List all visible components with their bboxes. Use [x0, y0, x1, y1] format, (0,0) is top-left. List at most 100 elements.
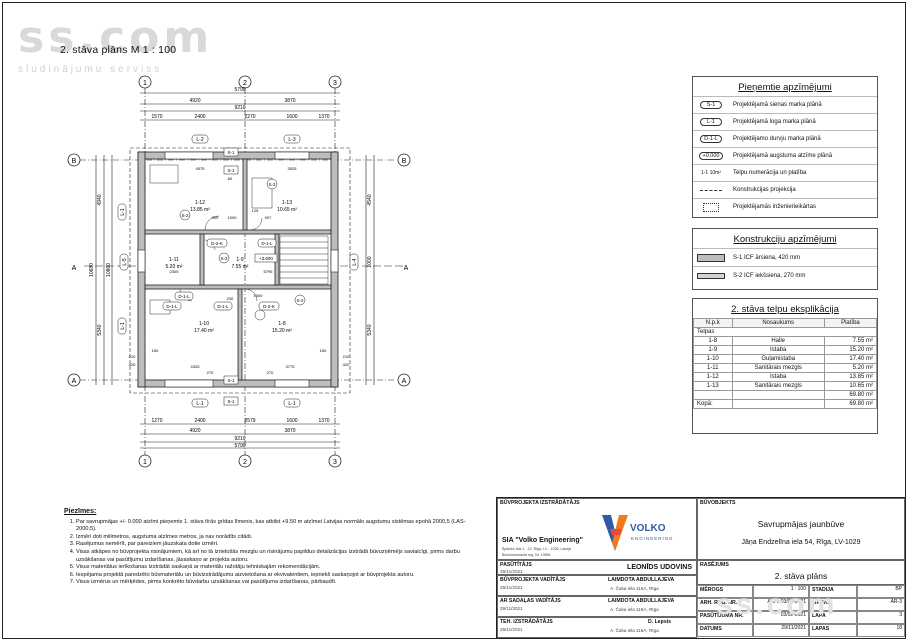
window-tag-l1-b: L-1 — [288, 401, 295, 407]
room-explication: 2. stāva telpu eksplikācija N.p.k Nosauk… — [692, 298, 878, 434]
cell: Halle — [731, 336, 825, 346]
dim-small-6: 3775 — [286, 364, 296, 369]
table-row: 1-12 Istaba 13.85 m² — [693, 372, 878, 382]
wall-s1-hatch-icon — [697, 253, 725, 262]
watermark-logo-right: ss.com — [716, 588, 838, 621]
room-area-1-8: 15.20 m² — [272, 328, 292, 334]
cell: Istaba — [731, 372, 825, 382]
axis-label-b-right: B — [402, 158, 407, 165]
wall-tag-4: S-1 — [227, 378, 235, 383]
room-area-1-12: 13.85 m² — [190, 207, 210, 213]
subtotal-row: 69.80 m² — [693, 390, 878, 400]
meta-value: AR-3 — [857, 598, 905, 611]
client-name: LEONĪDS UDOVINS — [627, 564, 692, 571]
meta-label: DATUMS — [697, 624, 753, 637]
designer-cell: BŪVPROJEKTA IZSTRĀDĀTĀJS SIA "Volko Engi… — [497, 498, 697, 560]
dim-bottom-seg-3: 2579 — [244, 418, 255, 424]
dim-bottom-4920: 4920 — [189, 428, 200, 434]
notes-title: Piezīmes: — [64, 508, 97, 515]
cell: 69.80 m² — [823, 399, 878, 409]
legend-row: 1-1 10m² Telpu numerācija un platība — [693, 164, 877, 181]
legend-row: +0.000 Projektējamā augstuma atzīme plān… — [693, 147, 877, 164]
cell: 13.85 m² — [823, 372, 878, 382]
door-tag-5: D-2-K — [263, 304, 275, 309]
room-area-1-9: 7.55 m² — [232, 264, 249, 270]
person-name: LAIMDOTA ABDULLAJEVA — [608, 598, 675, 604]
person-row: AR SADAĻAS VADĪTĀJS 29/11/2021 LAIMDOTA … — [497, 596, 697, 617]
watermark-subtitle: sludinājumu serviss — [18, 64, 163, 75]
dim-small-3: 2305 — [170, 269, 180, 274]
dim-right-4540: 4540 — [367, 194, 373, 205]
meta-label: PASŪTĪJUMA NR. — [697, 611, 753, 624]
person-date: 29/11/2021 — [500, 585, 523, 590]
person-name: LAIMDOTA ABDULLAJEVA — [608, 577, 675, 583]
room-num-1-12: 1-12 — [195, 200, 205, 206]
dim-bottom-seg-1: 1270 — [151, 418, 162, 424]
person-role: BŪVPROJEKTA VADĪTĀJS — [500, 577, 566, 583]
dim-small-11: 210 — [129, 354, 136, 359]
notes: Piezīmes: Par savrupmājas +/- 0.000 atzī… — [64, 508, 484, 587]
watermark-logo: ss.com — [18, 12, 214, 63]
dim-small-12: 420 — [129, 362, 136, 367]
person-date: 29/11/2021 — [500, 627, 523, 632]
col-header: Nosaukums — [731, 318, 825, 328]
legend-symbol: D-1-L — [700, 135, 722, 143]
designer-header: BŪVPROJEKTA IZSTRĀDĀTĀJS — [500, 500, 580, 506]
wall-tag-1: S-1 — [227, 150, 235, 155]
client-header: PASŪTĪTĀJS — [500, 562, 532, 568]
door-tag-4: D-1-L — [217, 304, 229, 309]
wall-tag-7: S-1 — [227, 399, 235, 404]
note-item: Visus materiālus ierīkošanas izstrādāt s… — [76, 564, 484, 572]
person-address: A. Čaka iela 116A, Rīga — [610, 628, 659, 633]
cell: 15.20 m² — [823, 345, 878, 355]
drawing-header: RASĒJUMS — [700, 562, 729, 568]
legend-label: S-1 ICF ārsiena, 420 mm — [733, 254, 801, 261]
axis-label-3-top: 3 — [333, 80, 337, 87]
logo-subtitle: ENGINEERING — [631, 536, 674, 541]
projection-line-icon — [700, 189, 722, 191]
dim-bottom-seg-2: 2400 — [194, 418, 205, 424]
cell: 7.55 m² — [823, 336, 878, 346]
person-date: 29/11/2021 — [500, 606, 523, 611]
dim-top-9210: 9210 — [234, 105, 245, 111]
meta-label: ARH. REG. NR. — [697, 598, 753, 611]
note-item: Rasējumus nemērīt, par pareiziem jāuzska… — [76, 541, 484, 549]
dim-left-4940: 4940 — [97, 194, 103, 205]
dim-top-total: 5790 — [234, 87, 245, 93]
person-address: A. Čaka iela 116A, Rīga — [610, 586, 659, 591]
legend-row: S-2 ICF iekšsiena, 270 mm — [693, 266, 877, 284]
meta-value: ARH. 03/02-2021 — [753, 598, 809, 611]
room-area-1-10: 17.40 m² — [194, 328, 214, 334]
dim-bottom-3870: 3870 — [284, 428, 295, 434]
legend-constructions: Konstrukciju apzīmējumi S-1 ICF ārsiena,… — [692, 228, 878, 290]
legend-row: D-1-L Projektējamo durvju marka plānā — [693, 130, 877, 147]
col-header: Platība — [823, 318, 878, 328]
note-item: Par savrupmājas +/- 0.000 atzīmi pieņemt… — [76, 519, 484, 534]
object-header: BŪVOBJEKTS — [700, 500, 736, 506]
note-item: Izmēri doti milimetros, augstuma atzīmes… — [76, 534, 484, 542]
axis-label-1-bottom: 1 — [143, 459, 147, 466]
dim-small-20: 270 — [267, 370, 274, 375]
room-num-1-13: 1-13 — [282, 200, 292, 206]
room-area-1-11: 5.20 m² — [166, 264, 183, 270]
object-name: Savrupmājas jaunbūve — [757, 519, 845, 529]
client-cell: PASŪTĪTĀJS 29/11/2021 LEONĪDS UDOVINS — [497, 560, 697, 575]
cell: Guļamistaba — [731, 354, 825, 364]
dim-small-14: 420 — [343, 362, 350, 367]
client-date: 29/11/2021 — [500, 569, 523, 574]
window-tag-l1-c: L-1 — [120, 208, 126, 215]
door-tag-2: D-1-L — [261, 241, 273, 246]
legend-assumptions: Pieņemtie apzīmējumi S-1 Projektējamā si… — [692, 76, 878, 218]
dim-small-9: 907 — [265, 215, 272, 220]
drawing-cell: RASĒJUMS 2. stāva plāns — [697, 560, 905, 585]
group-row: Telpas — [693, 327, 877, 337]
logo-text: VOLKO — [630, 523, 666, 534]
person-role: AR SADAĻAS VADĪTĀJS — [500, 598, 561, 604]
person-name: D. Lepsis — [648, 619, 672, 625]
legend-symbol: S-1 — [700, 101, 722, 109]
cell: 1-11 — [693, 363, 733, 373]
wall-tag-5: S-2 — [220, 256, 228, 261]
window-tag-l2: L-2 — [196, 137, 203, 143]
meta-label: LAPA — [809, 611, 857, 624]
